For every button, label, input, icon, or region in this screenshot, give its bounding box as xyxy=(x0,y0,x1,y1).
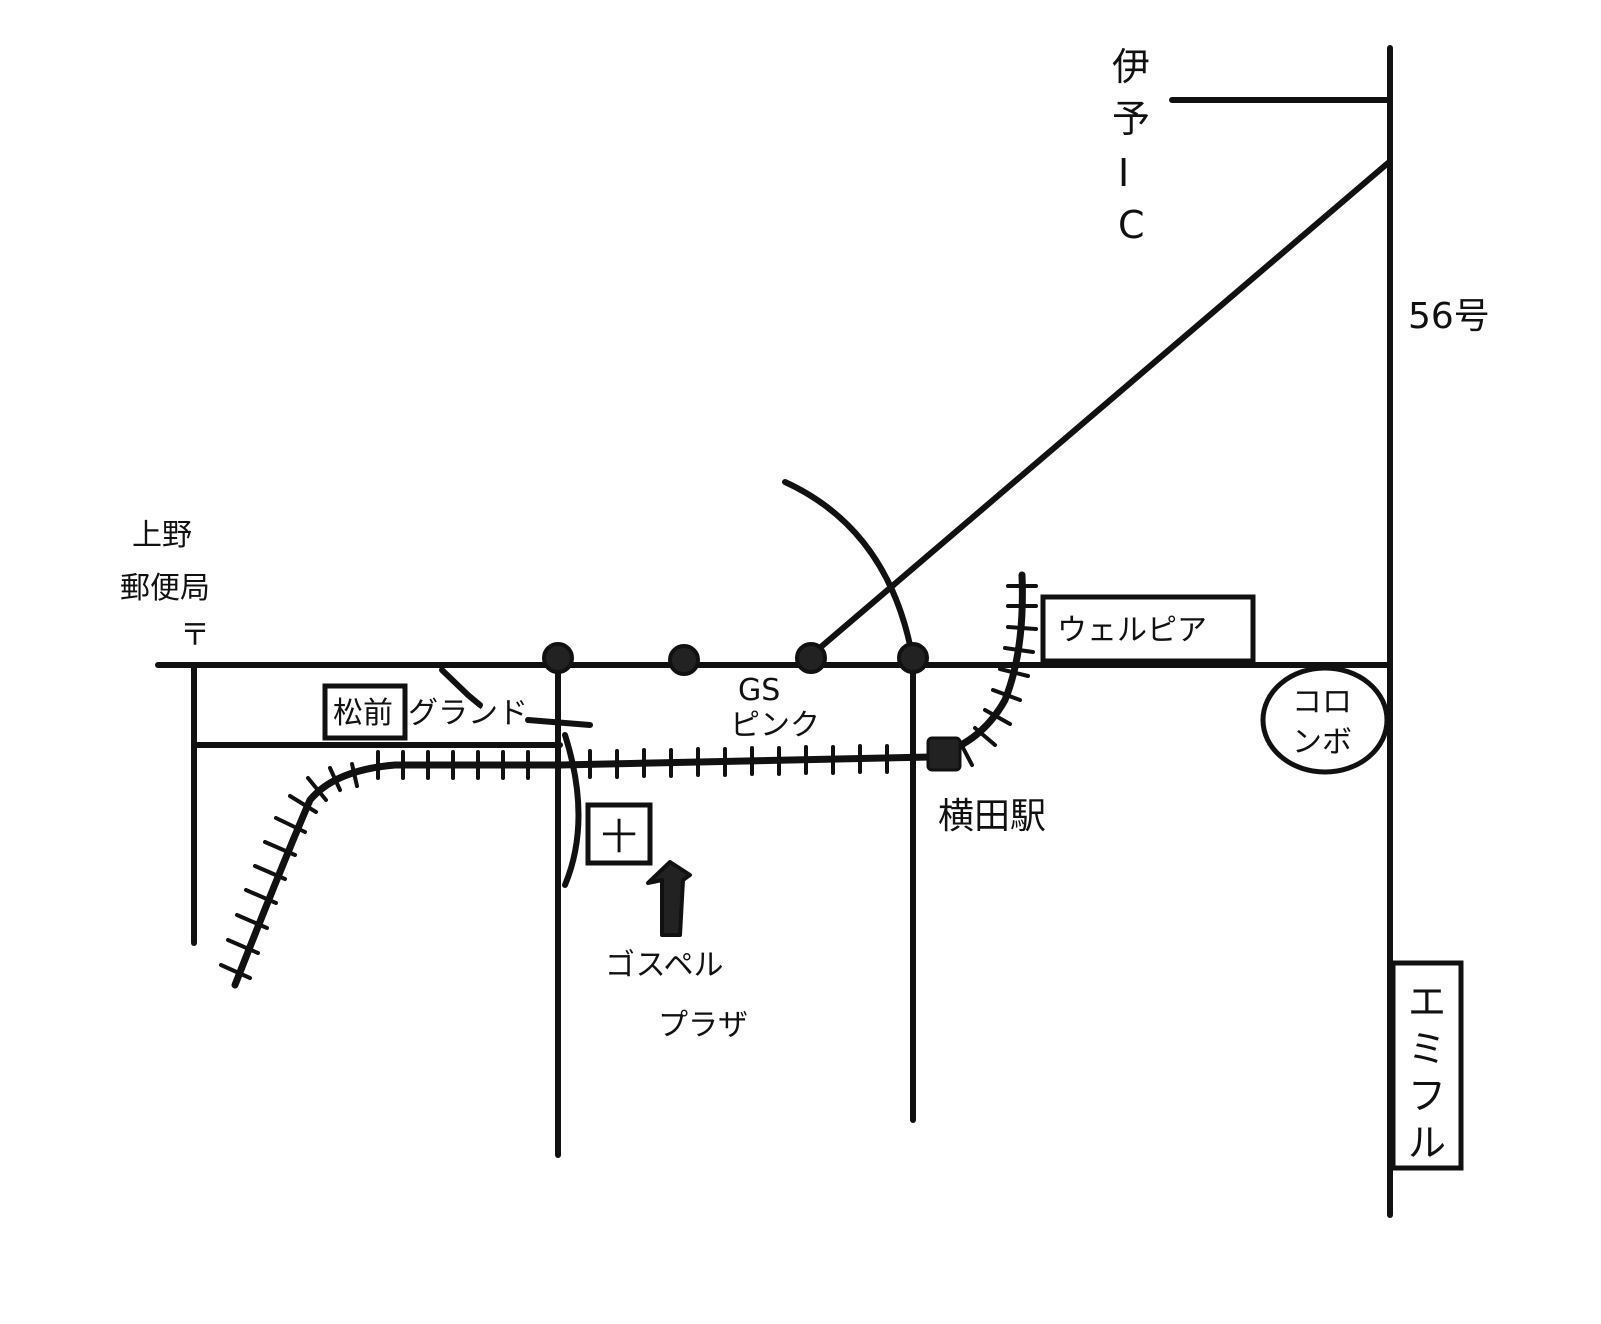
crossing-stub xyxy=(525,717,593,728)
church-box xyxy=(585,802,653,866)
colombo-label-2: ンボ xyxy=(1292,725,1352,760)
welpia-label: ウェルピア xyxy=(1057,613,1207,648)
ueno-post-label-1: 上野 xyxy=(132,518,192,553)
diagonal-road xyxy=(812,160,1391,655)
iyo-ic-label-1: 伊 xyxy=(1112,45,1150,89)
traffic-signal-icon xyxy=(897,642,929,674)
welpia-box xyxy=(1040,594,1256,664)
emifull-label-3: フ xyxy=(1408,1074,1446,1118)
emifull-label-4: ル xyxy=(1408,1121,1446,1165)
traffic-signals xyxy=(542,642,929,676)
underpass-curve xyxy=(562,732,582,888)
grand-label: グランド xyxy=(408,696,528,731)
emifull-label-2: ミ xyxy=(1408,1027,1446,1071)
emifull-label-1: エ xyxy=(1408,980,1446,1024)
post-office-icon: 〒 xyxy=(180,618,210,653)
colombo-label-1: コロ xyxy=(1292,685,1352,720)
traffic-signal-icon xyxy=(668,644,700,676)
railway-ties xyxy=(219,584,1038,980)
iyo-ic-label-3: I xyxy=(1118,151,1129,195)
matsumae-box xyxy=(322,683,408,741)
ueno-post-label-2: 郵便局 xyxy=(120,571,210,606)
matsumae-label: 松前 xyxy=(333,696,393,731)
church-cross-icon: 十 xyxy=(601,817,637,858)
up-arrow-icon xyxy=(646,860,692,937)
yokota-station-label: 横田駅 xyxy=(938,796,1046,837)
colombo-ellipse xyxy=(1260,665,1390,775)
grand-access-road-2 xyxy=(465,692,483,708)
gospel-label-2: プラザ xyxy=(658,1008,748,1043)
iyo-ic-label-4: C xyxy=(1118,203,1145,247)
gs-pink-label: ピンク xyxy=(730,708,820,743)
traffic-signal-icon xyxy=(795,642,827,674)
curved-road xyxy=(782,479,916,663)
station-square-icon xyxy=(926,736,962,772)
railway-line xyxy=(231,571,1026,989)
grand-access-road xyxy=(439,667,471,698)
traffic-signal-icon xyxy=(542,642,574,674)
iyo-ic-label-2: 予 xyxy=(1112,97,1150,141)
emifull-box xyxy=(1390,960,1464,1171)
gospel-label-1: ゴスペル xyxy=(605,948,724,983)
gs-label: GS xyxy=(738,673,780,708)
route-56-label: 56号 xyxy=(1408,296,1490,337)
